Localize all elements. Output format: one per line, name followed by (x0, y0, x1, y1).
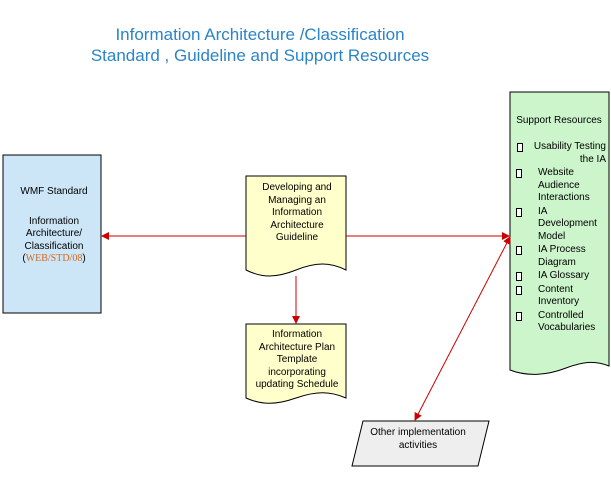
wmf-standard-code-line: (WEB/STD/08) (8, 253, 100, 266)
guideline-label: Developing and Managing an Information A… (262, 182, 332, 243)
wmf-standard-code: WEB/STD/08 (25, 253, 83, 264)
checkbox-bullet-icon (516, 207, 522, 217)
support-resource-item: IA Process Diagram (514, 244, 608, 269)
other-activities-label: Other implementation activities (370, 427, 466, 451)
support-resources-document-shape (509, 91, 610, 375)
support-resource-item: Controlled Vocabularies (514, 310, 608, 335)
other-activities-shape (351, 420, 490, 467)
checkbox-bullet-icon (516, 246, 522, 255)
checkbox-bullet-icon (516, 285, 522, 295)
wmf-standard-body: Information Architecture/ Classification (24, 215, 84, 252)
support-resource-item: IA Glossary (514, 270, 608, 283)
support-resource-label: Controlled Vocabularies (538, 309, 596, 334)
wmf-standard-heading: WMF Standard (20, 186, 88, 197)
wmf-standard-text: WMF Standard Information Architecture/ C… (8, 186, 100, 266)
support-resources-heading: Support Resources (516, 115, 602, 126)
support-resource-item: Usability Testing the IA (514, 141, 608, 166)
support-resource-label: IA Glossary (538, 270, 590, 281)
diagram-title: Information Architecture /Classification… (0, 24, 520, 66)
support-resource-label: IA Development Model (538, 205, 597, 242)
guideline-document-shape (245, 175, 347, 277)
wmf-standard-box (2, 154, 102, 314)
plan-template-label: Information Architecture Plan Template i… (255, 329, 339, 390)
support-resource-item: IA Development Model (514, 206, 608, 244)
support-resource-item: Website Audience Interactions (514, 167, 608, 205)
checkbox-bullet-icon (516, 272, 522, 281)
checkbox-bullet-icon (516, 169, 522, 178)
support-resource-label: Website Audience Interactions (538, 167, 590, 203)
support-resources-list: Usability Testing the IA Website Audienc… (514, 141, 608, 336)
support-resource-label: Usability Testing the IA (533, 141, 606, 165)
title-line-2: Standard , Guideline and Support Resourc… (90, 46, 430, 65)
support-resource-label: IA Process Diagram (538, 244, 586, 268)
wmf-standard-open-paren: ( (22, 253, 26, 264)
checkbox-bullet-icon (517, 143, 523, 152)
support-resource-item: Content Inventory (514, 284, 608, 309)
wmf-standard-close-paren: ) (82, 253, 86, 264)
checkbox-bullet-icon (516, 311, 522, 321)
plan-template-document-shape (245, 323, 347, 404)
arrow-support-other (414, 236, 511, 421)
support-resource-label: Content Inventory (538, 283, 580, 308)
title-line-1: Information Architecture /Classification (115, 25, 405, 44)
